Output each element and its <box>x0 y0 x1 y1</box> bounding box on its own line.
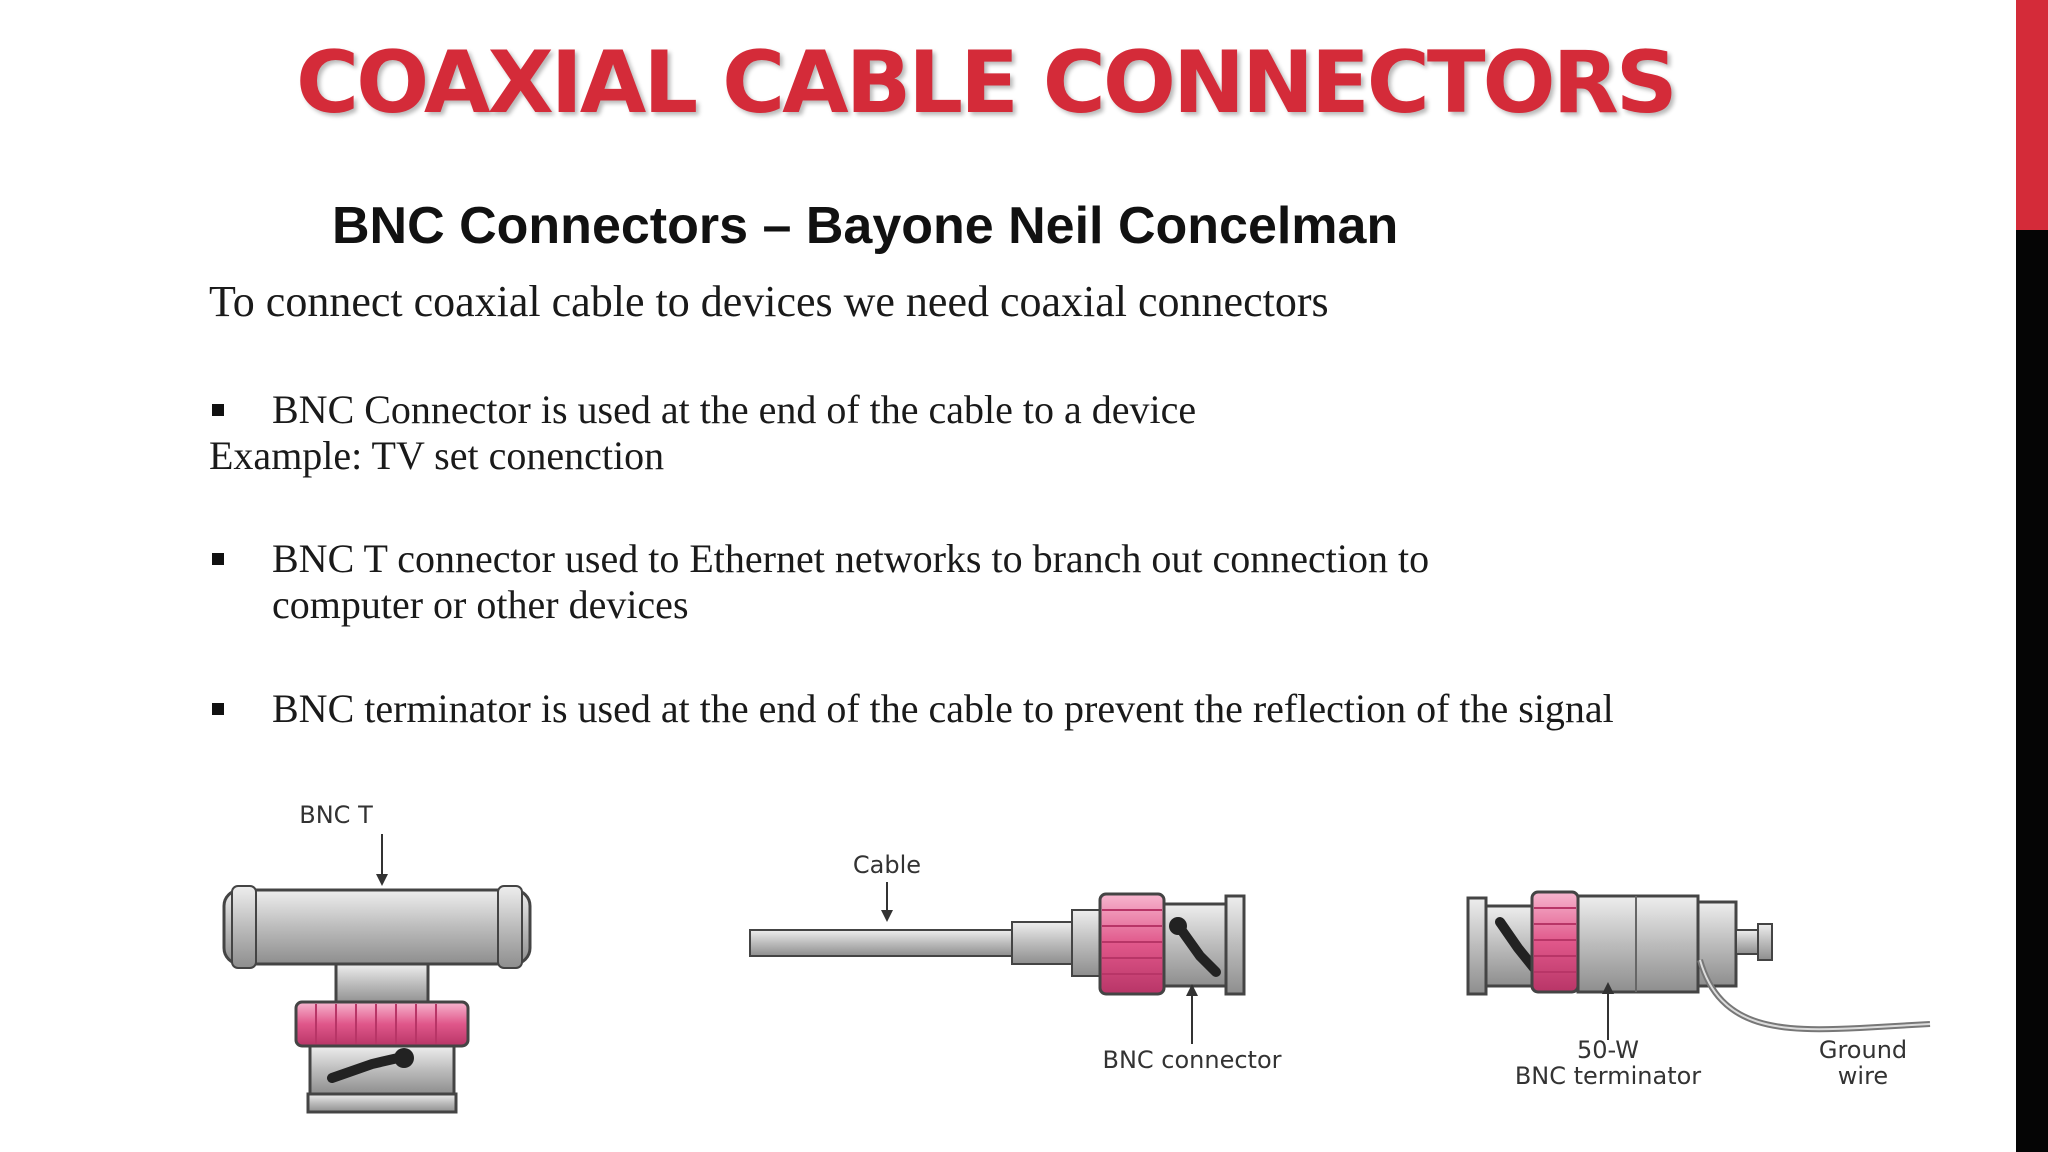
cable-label: Cable <box>853 851 921 879</box>
bullet-square-icon <box>212 703 224 715</box>
bnc-t-connector-icon: BNC T <box>222 801 532 1114</box>
bullet-continuation: computer or other devices <box>272 582 689 627</box>
bullet-text: BNC terminator is used at the end of the… <box>272 686 1614 731</box>
bnc-t-label: BNC T <box>299 801 373 829</box>
bnc-connector-label: BNC connector <box>1102 1046 1281 1074</box>
bullet-square-icon <box>212 553 224 565</box>
accent-bar-black <box>2016 230 2048 1152</box>
intro-text: To connect coaxial cable to devices we n… <box>209 277 1329 326</box>
bnc-terminator-icon: 50-W BNC terminator Ground wire <box>1466 890 1931 1090</box>
bnc-connector-icon: Cable BNC connector <box>749 851 1282 1074</box>
ground-label: Ground <box>1819 1036 1907 1064</box>
slide-subtitle: BNC Connectors – Bayone Neil Concelman <box>332 197 1399 255</box>
accent-bar-red <box>2016 0 2048 230</box>
connector-illustration: BNC T Cable <box>222 801 1931 1114</box>
example-text: Example: TV set conenction <box>209 433 665 478</box>
bullet-text: BNC Connector is used at the end of the … <box>272 387 1197 432</box>
terminator-label: BNC terminator <box>1515 1062 1701 1090</box>
ground-label-wire: wire <box>1838 1062 1888 1090</box>
bullet-square-icon <box>212 404 224 416</box>
slide-title: COAXIAL CABLE CONNECTORS <box>296 33 1678 133</box>
terminator-label-ohms: 50-W <box>1577 1036 1639 1064</box>
bullet-text: BNC T connector used to Ethernet network… <box>272 536 1430 581</box>
